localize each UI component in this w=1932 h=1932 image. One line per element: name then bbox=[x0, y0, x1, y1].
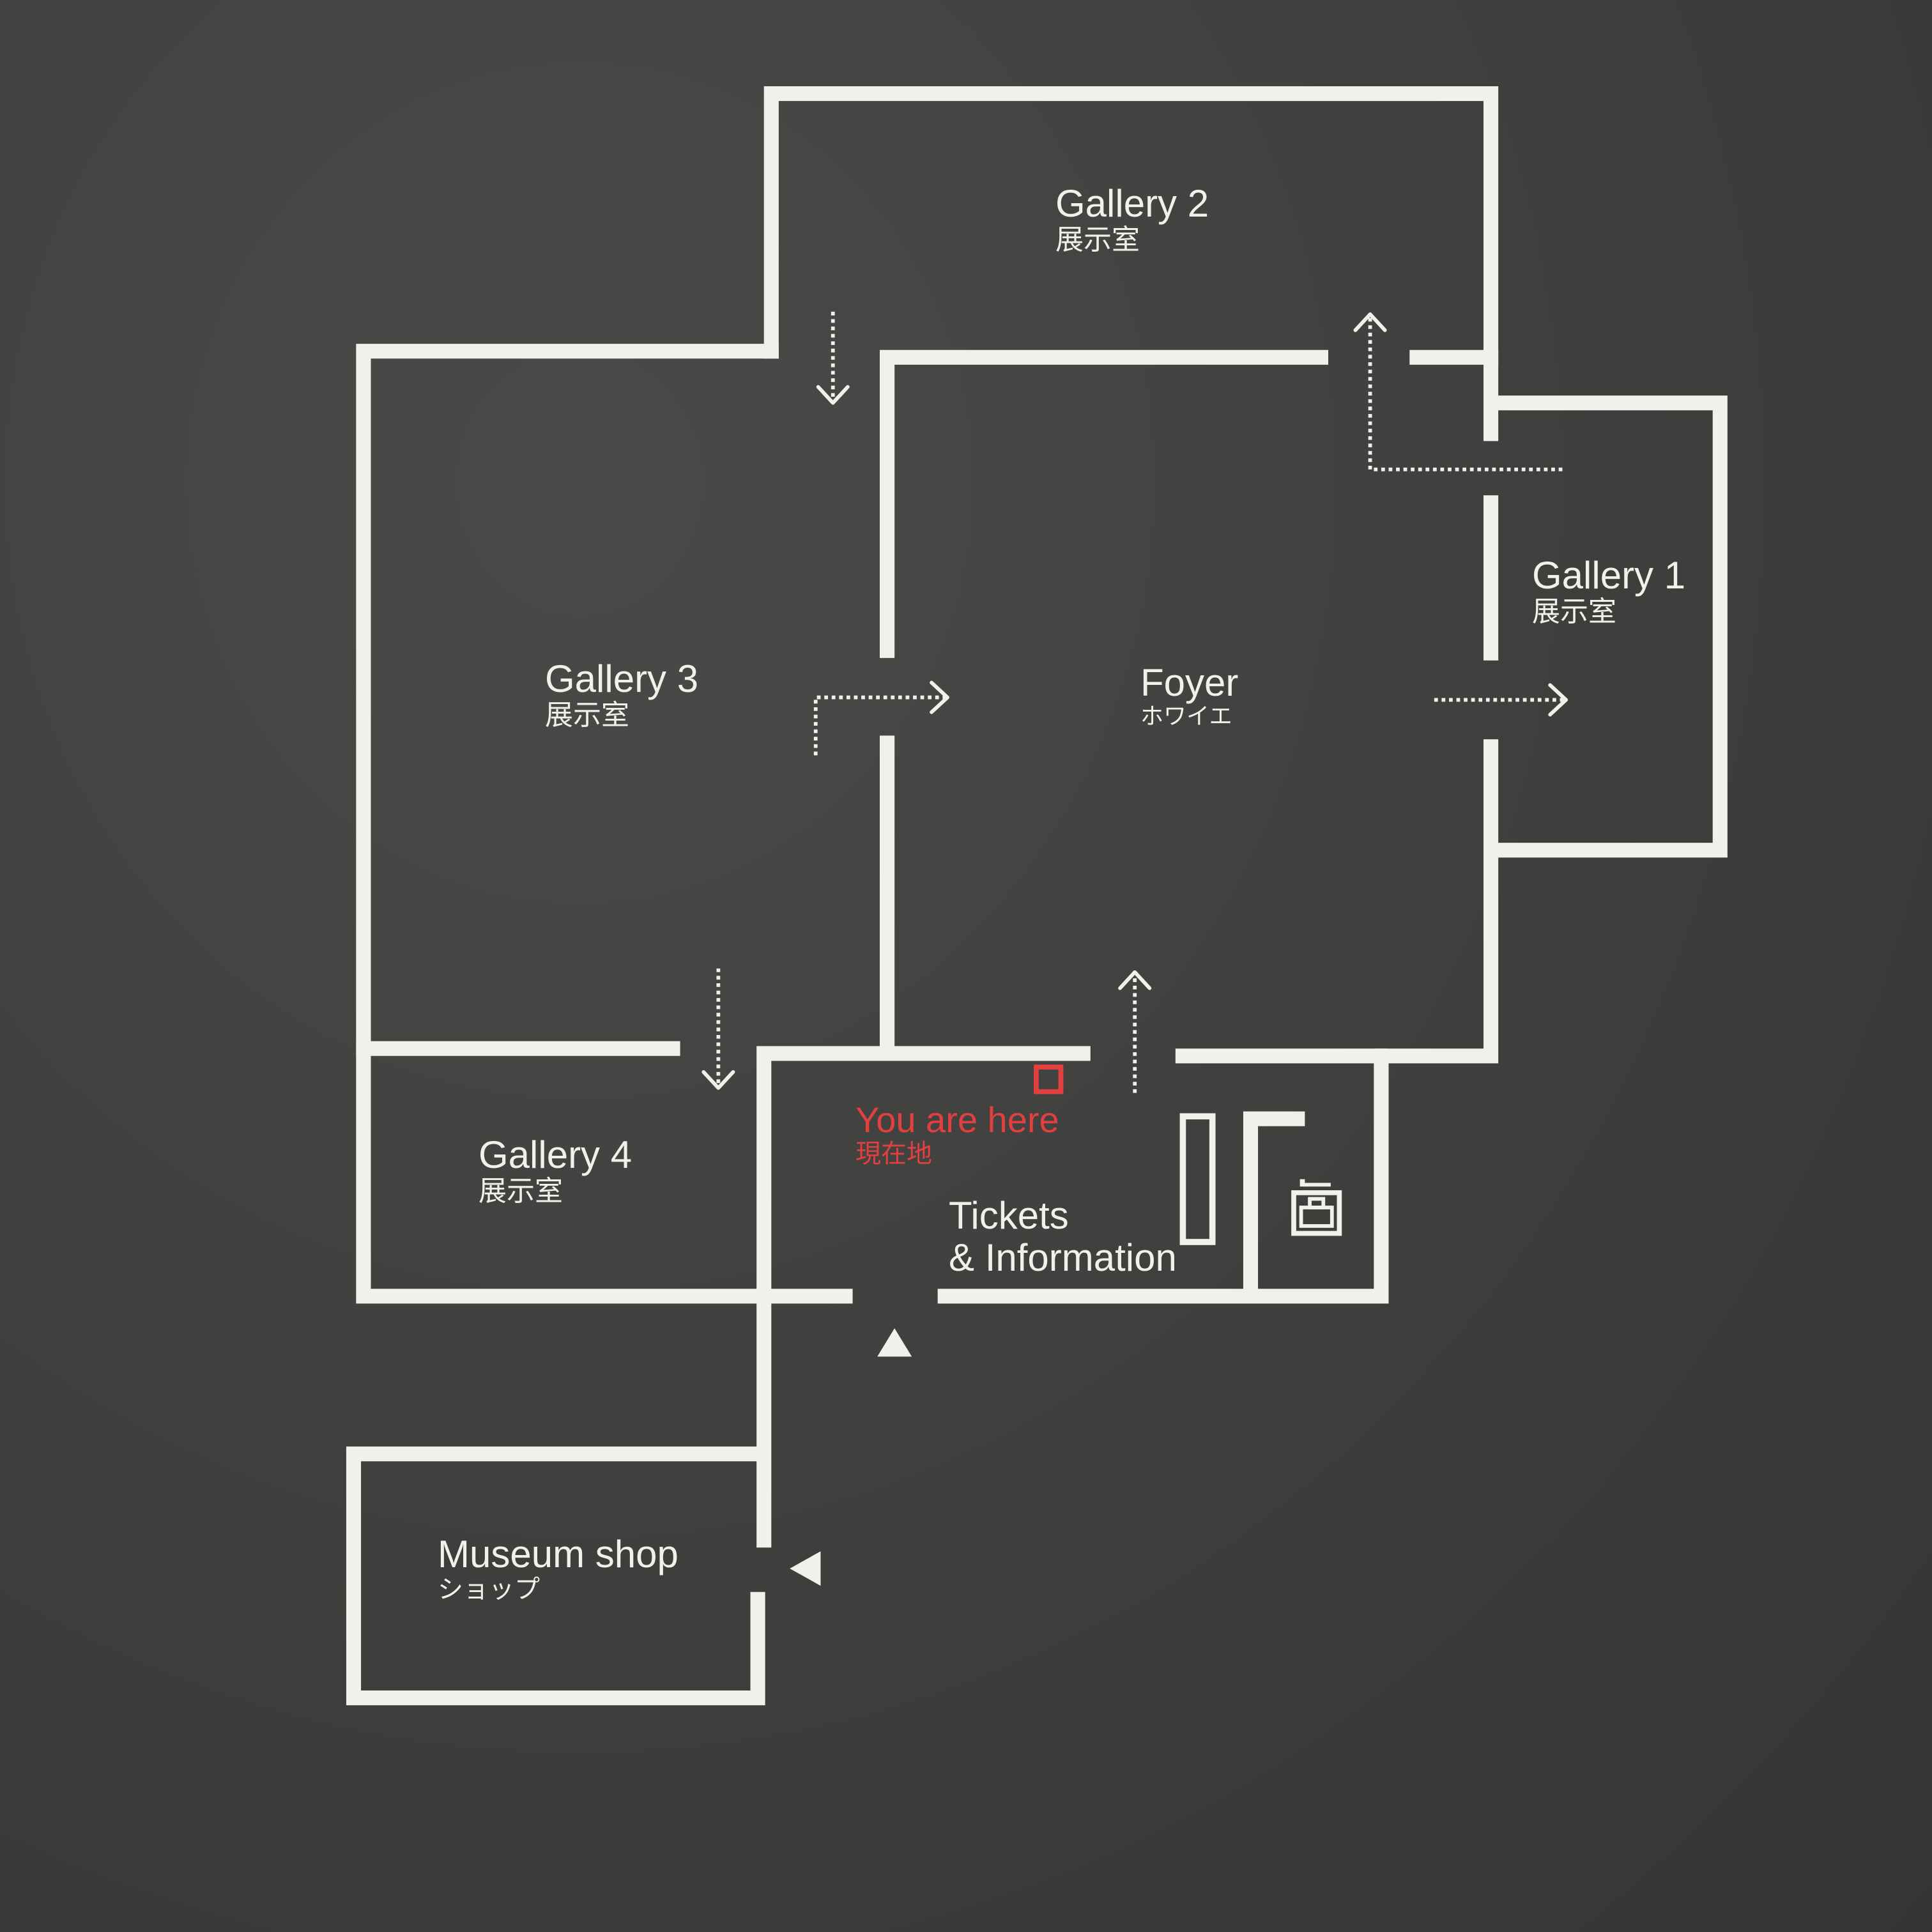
museum-shop-label: Museum shop ショップ bbox=[438, 1533, 678, 1604]
gallery-2-jp: 展示室 bbox=[1055, 224, 1140, 256]
shop-entrance-triangle-icon bbox=[790, 1551, 821, 1586]
ticket-counter bbox=[1179, 1113, 1216, 1245]
gallery-2-name: Gallery 2 bbox=[1055, 182, 1209, 225]
arrow-down-gallery2-to-gallery3 bbox=[816, 311, 850, 405]
you-are-here-text: You are here bbox=[855, 1100, 1059, 1140]
foyer-jp: ホワイエ bbox=[1140, 703, 1232, 730]
gallery-3-name: Gallery 3 bbox=[545, 657, 699, 700]
tickets-line2: & Information bbox=[949, 1236, 1177, 1279]
foyer-name: Foyer bbox=[1140, 661, 1239, 704]
gallery-4-name: Gallery 4 bbox=[479, 1133, 632, 1176]
you-are-here-label: You are here 現在地 bbox=[855, 1100, 1059, 1168]
entrance-triangle-icon bbox=[877, 1328, 912, 1357]
gallery-4-jp: 展示室 bbox=[479, 1175, 563, 1208]
tickets-line1: Tickets bbox=[949, 1194, 1069, 1237]
museum-shop-jp: ショップ bbox=[438, 1575, 540, 1604]
arrow-up-gallery1-to-gallery2 bbox=[1353, 312, 1563, 471]
gallery-1-name: Gallery 1 bbox=[1532, 554, 1686, 597]
you-are-here-marker bbox=[1034, 1064, 1064, 1094]
route-arrows bbox=[702, 311, 1568, 1093]
locker-icon bbox=[1291, 1179, 1342, 1236]
walls bbox=[346, 86, 1728, 1706]
gallery-3-jp: 展示室 bbox=[545, 699, 629, 732]
you-are-here-jp: 現在地 bbox=[855, 1138, 932, 1169]
gallery-4-label: Gallery 4 展示室 bbox=[479, 1134, 632, 1207]
foyer-label: Foyer ホワイエ bbox=[1140, 662, 1238, 730]
gallery-2-label: Gallery 2 展示室 bbox=[1055, 183, 1209, 256]
gallery-1-label: Gallery 1 展示室 bbox=[1532, 555, 1685, 627]
arrow-right-foyer-to-gallery1 bbox=[1434, 683, 1568, 717]
arrow-right-gallery3-to-foyer bbox=[813, 680, 949, 756]
arrow-down-gallery3-to-gallery4 bbox=[702, 968, 735, 1090]
gallery-1-jp: 展示室 bbox=[1532, 595, 1616, 628]
museum-shop-name: Museum shop bbox=[438, 1533, 678, 1575]
tickets-information-label: Tickets & Information bbox=[949, 1195, 1177, 1279]
gallery-3-label: Gallery 3 展示室 bbox=[545, 658, 698, 731]
arrow-up-entrance-to-foyer bbox=[1118, 970, 1152, 1093]
